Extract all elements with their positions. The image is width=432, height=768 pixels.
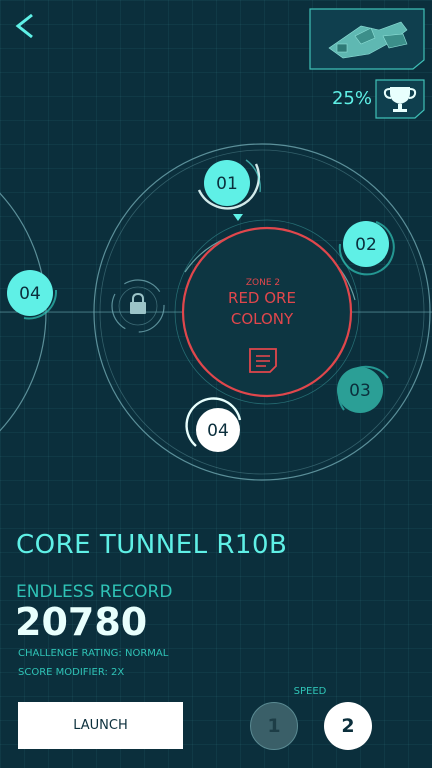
node-03-label: 03 [349, 381, 371, 401]
back-button[interactable] [12, 10, 38, 42]
lock-icon [130, 292, 146, 314]
speed-label: SPEED [293, 686, 327, 697]
zone-node[interactable]: ZONE 2 RED ORE COLONY [174, 219, 360, 405]
chevron-left-icon [15, 13, 33, 39]
ship-selector-button[interactable] [309, 8, 425, 70]
speed-1-button[interactable]: 1 [250, 702, 298, 750]
spaceship-icon [309, 8, 425, 70]
level-node-03[interactable]: 03 [337, 365, 389, 413]
speed-2-button[interactable]: 2 [324, 702, 372, 750]
direction-marker [233, 214, 243, 221]
endless-record-label: ENDLESS RECORD [16, 582, 173, 602]
trophy-button[interactable] [375, 79, 425, 119]
level-node-04-left[interactable]: 04 [7, 270, 58, 320]
challenge-rating: CHALLENGE RATING: NORMAL [18, 648, 169, 659]
score-modifier: SCORE MODIFIER: 2X [18, 667, 125, 678]
node-02-label: 02 [355, 235, 377, 255]
endless-record-value: 20780 [15, 600, 148, 644]
mission-title: CORE TUNNEL R10B [16, 530, 288, 560]
trophy-progress: 25% [331, 88, 372, 109]
locked-node[interactable] [111, 279, 165, 333]
level-node-04[interactable]: 04 [185, 397, 242, 452]
level-node-02[interactable]: 02 [338, 221, 395, 276]
document-icon [249, 348, 277, 373]
node-04-left-label: 04 [19, 284, 41, 304]
node-04-label: 04 [207, 421, 229, 441]
node-01-label: 01 [216, 174, 238, 194]
zone-label: ZONE 2 [246, 278, 280, 288]
zone-name-line2: COLONY [231, 310, 294, 328]
level-node-01[interactable]: 01 [197, 159, 261, 210]
zone-map: ZONE 2 RED ORE COLONY 01 02 03 [0, 143, 432, 481]
zone-name-line1: RED ORE [228, 289, 296, 307]
launch-button[interactable]: LAUNCH [18, 702, 183, 749]
trophy-icon [375, 79, 425, 119]
